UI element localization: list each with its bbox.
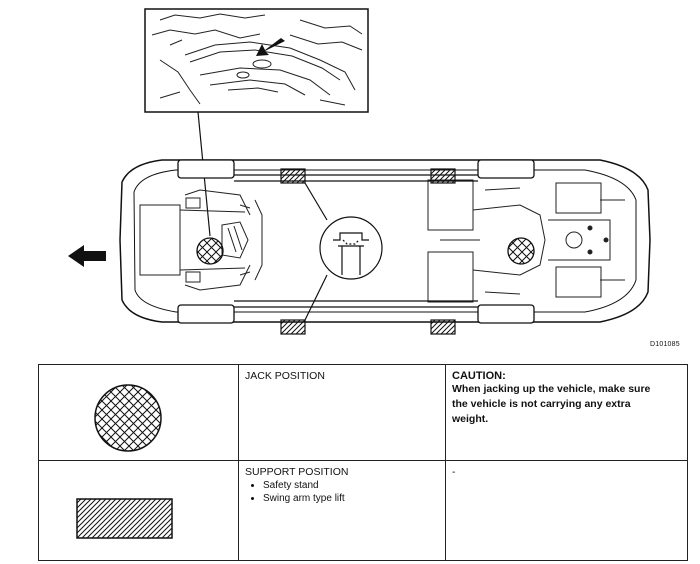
legend-row-support: SUPPORT POSITION Safety stand Swing arm … bbox=[38, 460, 688, 561]
support-label-cell: SUPPORT POSITION Safety stand Swing arm … bbox=[238, 460, 446, 561]
support-detail-callout bbox=[304, 182, 383, 321]
support-points bbox=[280, 168, 456, 335]
detail-inset bbox=[144, 8, 369, 113]
list-item: Swing arm type lift bbox=[263, 492, 441, 505]
jack-label-cell: JACK POSITION bbox=[238, 364, 446, 461]
support-position-rectangle-icon bbox=[76, 498, 173, 539]
jack-points bbox=[196, 237, 535, 265]
jack-position-label: JACK POSITION bbox=[245, 370, 325, 382]
legend-table: JACK POSITION CAUTION: When jacking up t… bbox=[38, 364, 688, 561]
diagram-id: D101085 bbox=[650, 341, 680, 348]
support-position-label: SUPPORT POSITION bbox=[245, 466, 349, 478]
support-symbol-cell bbox=[38, 460, 239, 561]
front-direction-arrow-icon bbox=[68, 245, 106, 267]
support-methods-list: Safety stand Swing arm type lift bbox=[245, 479, 441, 505]
vehicle-body bbox=[119, 159, 651, 323]
caution-cell: CAUTION: When jacking up the vehicle, ma… bbox=[445, 364, 688, 461]
caution-line-1: When jacking up the vehicle, make sure bbox=[452, 383, 651, 395]
caution-line-3: weight. bbox=[452, 413, 489, 425]
arrow-icon bbox=[256, 38, 285, 56]
vehicle-underbody-diagram bbox=[68, 8, 651, 335]
support-note: - bbox=[452, 466, 456, 478]
caution-title: CAUTION: bbox=[452, 370, 506, 382]
jack-position-circle-icon bbox=[94, 384, 162, 452]
support-note-cell: - bbox=[445, 460, 688, 561]
legend-row-jack: JACK POSITION CAUTION: When jacking up t… bbox=[38, 364, 688, 461]
caution-line-2: the vehicle is not carrying any extra bbox=[452, 398, 631, 410]
front-suspension bbox=[139, 189, 263, 291]
jack-symbol-cell bbox=[38, 364, 239, 461]
list-item: Safety stand bbox=[263, 479, 441, 492]
wheels bbox=[177, 159, 535, 324]
